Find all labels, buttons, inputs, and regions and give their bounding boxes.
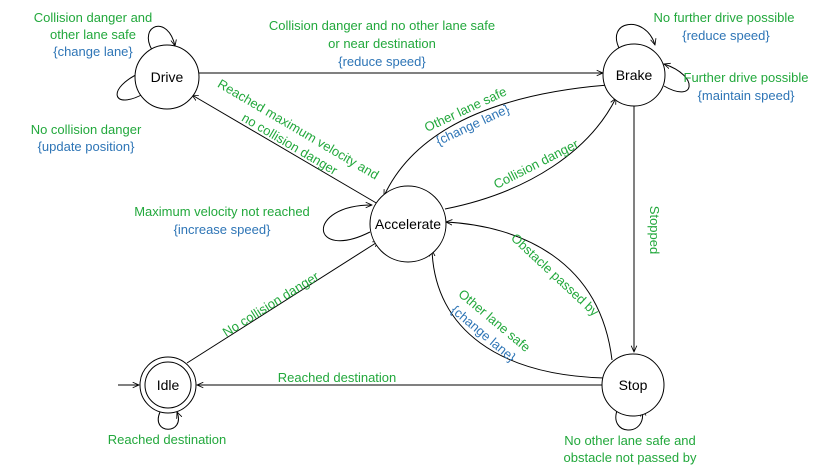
stop-to-idle-cond: Reached destination [278, 370, 397, 385]
brake-stop-cond: Stopped [647, 206, 662, 254]
state-brake: Brake [602, 43, 666, 107]
edge-accelerate-to-brake [444, 98, 616, 210]
state-drive: Drive [134, 44, 200, 110]
accelerate-to-drive-cond-1: Reached maximum velocity and [215, 76, 381, 182]
accelerate-to-brake-cond: Collision danger [491, 136, 581, 192]
drive-to-brake-cond-2: or near destination [328, 36, 436, 51]
edge-stop-self [615, 407, 643, 431]
drive-self-top-cond-2: other lane safe [50, 27, 136, 42]
state-stop: Stop [601, 353, 665, 417]
brake-self-top-cond: No further drive possible [654, 10, 795, 25]
drive-self-bottom-action: {update position} [38, 139, 136, 154]
edge-drive-self-top [147, 25, 175, 51]
drive-self-top-cond-1: Collision danger and [34, 10, 153, 25]
edge-accelerate-to-drive [192, 95, 379, 205]
edge-brake-self-right [664, 64, 690, 93]
idle-to-accelerate-cond: No collision danger [220, 268, 322, 340]
accelerate-self-cond: Maximum velocity not reached [134, 204, 310, 219]
edge-idle-to-accelerate [186, 241, 379, 364]
edge-idle-self [157, 412, 178, 430]
state-idle: Idle [139, 356, 197, 414]
brake-self-top-action: {reduce speed} [682, 28, 770, 43]
edge-accelerate-self [322, 205, 372, 242]
stop-to-accelerate-obstacle-cond: Obstacle passed by [508, 230, 602, 319]
state-idle-label: Idle [157, 377, 180, 393]
drive-self-top-action: {change lane} [53, 44, 133, 59]
edge-stop-to-accelerate-obstacle [446, 222, 613, 361]
edge-drive-self-bottom [116, 72, 146, 101]
state-stop-label: Stop [619, 377, 648, 393]
edge-brake-self-top [615, 23, 655, 51]
state-brake-label: Brake [616, 67, 653, 83]
idle-self-cond: Reached destination [108, 432, 227, 447]
stop-self-cond-2: obstacle not passed by [564, 450, 697, 465]
drive-self-bottom-cond: No collision danger [31, 122, 142, 137]
edge-brake-to-accelerate [383, 84, 609, 196]
accelerate-self-action: {increase speed} [174, 222, 272, 237]
state-accelerate-label: Accelerate [375, 216, 441, 232]
brake-self-right-cond: Further drive possible [684, 70, 809, 85]
state-accelerate: Accelerate [369, 185, 447, 263]
brake-self-right-action: {maintain speed} [698, 88, 796, 103]
edge-stop-to-accelerate-lane [432, 250, 605, 379]
state-drive-label: Drive [151, 69, 184, 85]
stop-self-cond-1: No other lane safe and [564, 433, 696, 448]
drive-to-brake-action: {reduce speed} [338, 54, 426, 69]
drive-to-brake-cond-1: Collision danger and no other lane safe [269, 18, 495, 33]
